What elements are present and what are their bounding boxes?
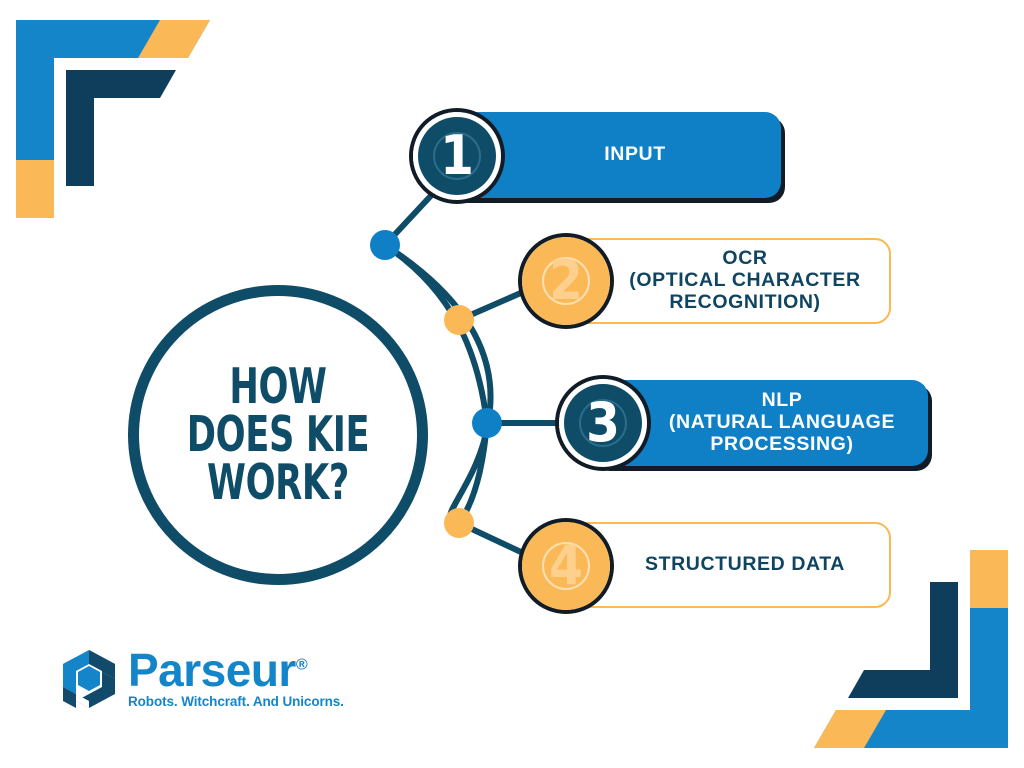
step-1-label: INPUT: [604, 143, 666, 166]
badge-inner-ring: [579, 399, 627, 447]
step-4-number: 4: [549, 534, 583, 597]
corner-bracket-top-left: [16, 20, 210, 218]
badge-outer-ring: [518, 233, 614, 329]
step-1-number: 1: [440, 124, 474, 187]
step-2-number: 2: [549, 249, 583, 312]
connector-node-2: [444, 305, 474, 335]
parseur-wordmark: Parseur®: [128, 647, 344, 693]
parseur-tagline: Robots. Witchcraft. And Unicorns.: [128, 693, 344, 709]
parseur-wordmark-group: Parseur® Robots. Witchcraft. And Unicorn…: [128, 647, 344, 709]
badge-disk: 4: [527, 527, 605, 605]
registered-mark-icon: ®: [295, 656, 308, 674]
connector-node-4: [444, 508, 474, 538]
badge-outer-ring: [409, 108, 505, 204]
corner-tl-amber-tip-left: [16, 160, 54, 218]
connector-node-1: [370, 230, 400, 260]
step-1-badge[interactable]: 1: [409, 108, 505, 204]
corner-bracket-bottom-right: [814, 550, 1008, 748]
badge-disk: 2: [527, 242, 605, 320]
step-2-badge[interactable]: 2: [518, 233, 614, 329]
corner-br-amber-tip-bottom: [814, 710, 886, 748]
corner-br-navy-bar: [848, 582, 958, 698]
center-circle: HOW DOES KIE WORK?: [128, 285, 428, 585]
parseur-name: Parseur: [128, 644, 296, 697]
parseur-cube-icon: [63, 650, 115, 708]
corner-tl-amber-tip-top: [138, 20, 210, 58]
step-4-badge[interactable]: 4: [518, 518, 614, 614]
connector-node-3: [472, 408, 502, 438]
corner-br-amber-tip-right: [970, 550, 1008, 608]
step-4-label: STRUCTURED DATA: [644, 553, 845, 576]
step-3-number: 3: [586, 391, 620, 454]
badge-inner-ring: [542, 257, 590, 305]
badge-disk: 3: [564, 384, 642, 462]
step-2-label: OCR (OPTICAL CHARACTER RECOGNITION): [629, 247, 861, 313]
badge-outer-ring: [518, 518, 614, 614]
badge-inner-ring: [433, 132, 481, 180]
corner-tl-navy-bar: [66, 70, 176, 186]
badge-outer-ring: [555, 375, 651, 471]
parseur-logo[interactable]: Parseur® Robots. Witchcraft. And Unicorn…: [60, 647, 344, 710]
badge-disk: 1: [418, 117, 496, 195]
step-3-badge[interactable]: 3: [555, 375, 651, 471]
page-title: HOW DOES KIE WORK?: [186, 357, 370, 511]
step-3-label: NLP (NATURAL LANGUAGE PROCESSING): [668, 389, 896, 455]
badge-inner-ring: [542, 542, 590, 590]
